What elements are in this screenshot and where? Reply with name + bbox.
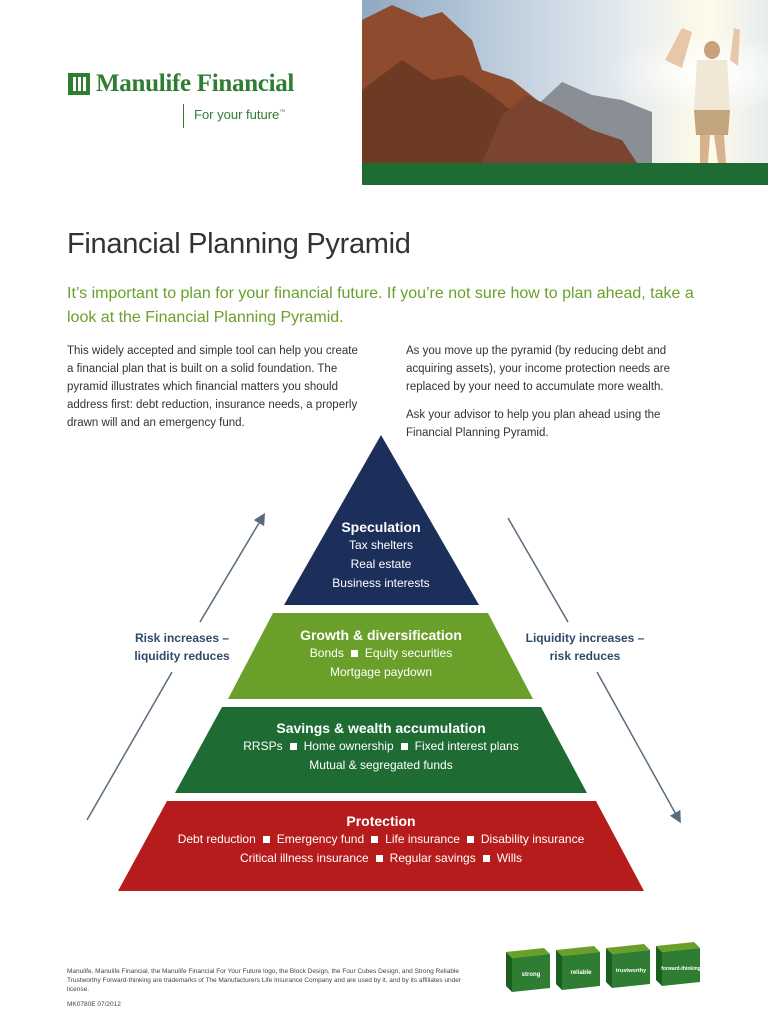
trademark-note: Manulife, Manulife Financial, the Manuli… [67,968,462,993]
intro-right-paragraph-1: As you move up the pyramid (by reducing … [406,345,671,393]
risk-up-arrow-bottom [86,671,173,821]
footnote: Manulife, Manulife Financial, the Manuli… [67,967,467,1009]
risk-up-arrow-top [199,512,266,623]
tier-savings-item: Home ownership [303,739,394,753]
intro-left-paragraph: This widely accepted and simple tool can… [67,345,358,429]
tier-protection-item: Life insurance [385,832,460,846]
tier-growth: Growth & diversification Bonds Equity sec… [228,626,534,682]
tier-protection-item: Critical illness insurance [239,851,369,865]
document-code: MK0780E 07/2012 [67,1001,121,1008]
liquidity-down-arrow-bottom [596,671,681,824]
tier-growth-line: Mortgage paydown [329,665,433,679]
tier-protection-title: Protection [346,813,416,829]
bullet-square-icon [375,855,383,863]
cube-strong: strong [506,948,550,992]
intro-left: This widely accepted and simple tool can… [67,342,367,442]
tier-savings-item: Fixed interest plans [414,739,519,753]
tier-savings: Savings & wealth accumulation RRSPs Home … [175,719,587,775]
bullet-square-icon [350,650,358,658]
tier-speculation-line: Business interests [332,576,430,590]
tier-protection-item: Regular savings [389,851,476,865]
intro-right-paragraph-2: Ask your advisor to help you plan ahead … [406,409,661,439]
tier-savings-line: Mutual & segregated funds [309,758,453,772]
cube-trustworthy: trustworthy [606,944,650,988]
liquidity-increases-label: Liquidity increases – risk reduces [525,631,645,663]
tier-protection-shape [118,801,644,891]
tier-speculation-shape [284,435,479,605]
bullet-square-icon [466,836,474,844]
tier-speculation: Speculation Tax shelters Real estate Bus… [281,518,481,593]
svg-text:forward-thinking: forward-thinking [661,966,700,972]
tier-speculation-line: Real estate [350,557,412,571]
cube-reliable: reliable [556,946,600,990]
tier-protection-item: Wills [496,851,523,865]
tier-growth-item: Equity securities [364,646,453,660]
brand-logo: Manulife Financial For your future™ [68,70,295,128]
tier-protection-item: Emergency fund [276,832,365,846]
tier-savings-item: RRSPs [243,739,283,753]
tier-speculation-line: Tax shelters [348,538,414,552]
block-logo-icon [68,73,90,95]
tier-growth-item: Bonds [309,646,344,660]
intro-right: As you move up the pyramid (by reducing … [406,342,696,452]
hero-image [362,0,768,185]
tier-savings-title: Savings & wealth accumulation [276,720,486,736]
svg-text:reliable: reliable [570,970,592,976]
liquidity-down-arrow-top [507,517,569,623]
bullet-square-icon [400,743,408,751]
bullet-square-icon [262,836,270,844]
tagline-box: For your future™ [183,104,285,128]
svg-text:trustworthy: trustworthy [616,968,647,974]
tier-growth-title: Growth & diversification [300,627,462,643]
tier-protection-item: Debt reduction [177,832,256,846]
bullet-square-icon [289,743,297,751]
risk-increases-label: Risk increases – liquidity reduces [134,631,230,663]
tier-speculation-title: Speculation [341,519,421,535]
four-cubes-logo: strong reliable trustworthy forward-thin… [506,942,701,992]
svg-text:strong: strong [522,972,541,978]
bullet-square-icon [371,836,379,844]
cube-forward-thinking: forward-thinking [656,942,701,986]
tier-protection-item: Disability insurance [480,832,585,846]
page-title: Financial Planning Pyramid [67,228,411,260]
brand-tagline: For your future™ [194,107,286,122]
page-subtitle: It’s important to plan for your financia… [67,285,694,326]
tier-protection: Protection Debt reduction Emergency fund L… [118,812,644,868]
tier-savings-shape [175,707,587,793]
brand-name: Manulife Financial [96,70,295,97]
bullet-square-icon [482,855,490,863]
tier-growth-shape [228,613,533,699]
